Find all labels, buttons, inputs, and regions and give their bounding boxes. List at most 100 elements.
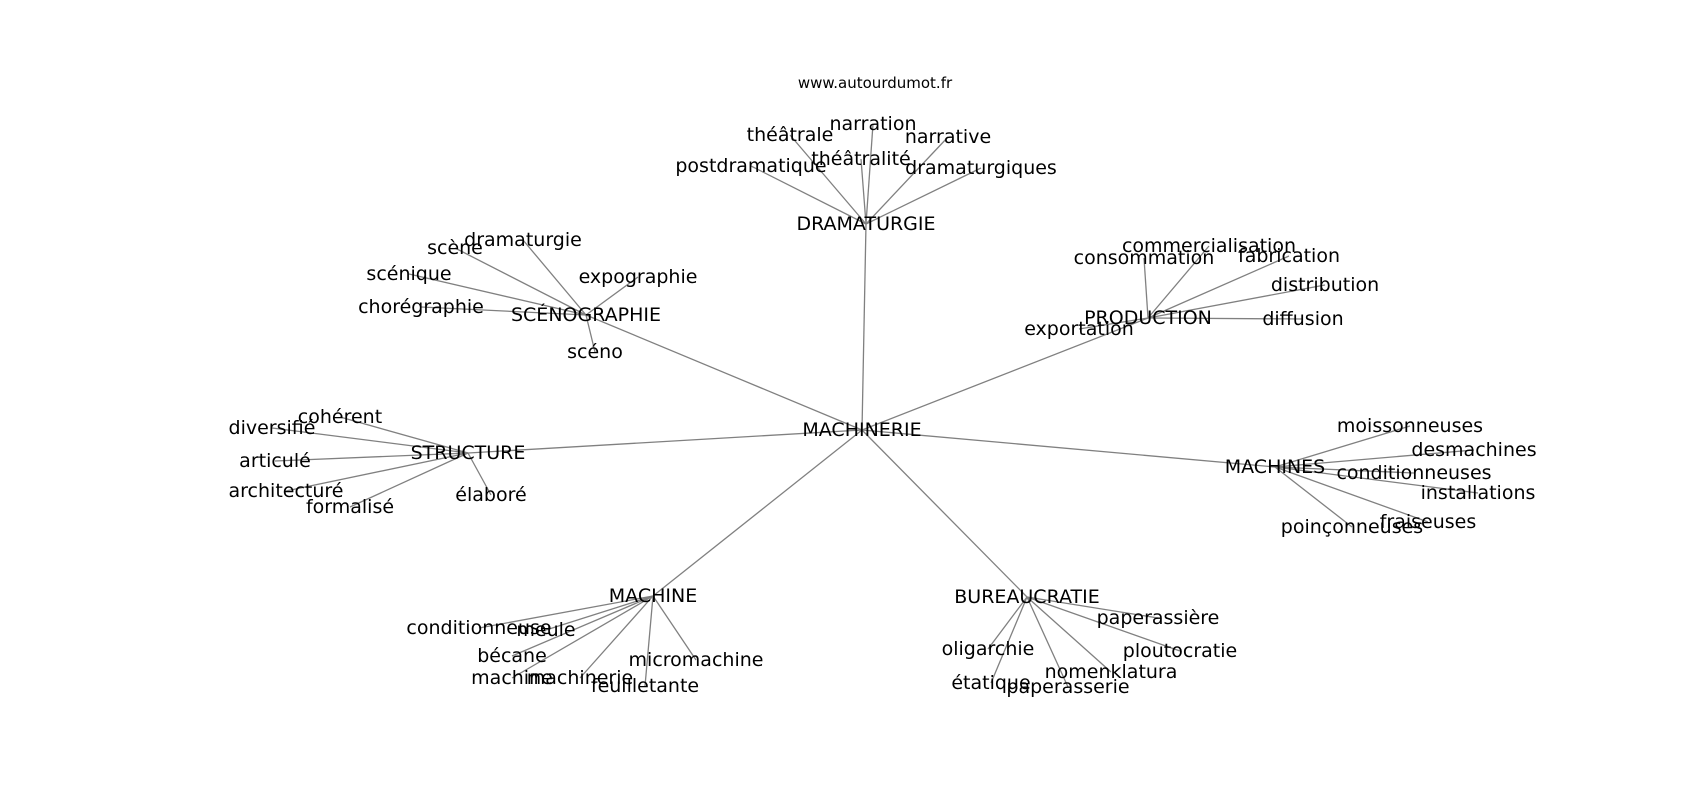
word-node-meule: meule [516, 619, 575, 641]
edge-machine-becane [511, 595, 654, 657]
word-node-sceno: scéno [567, 341, 623, 363]
edge-center-dramaturgie [861, 223, 867, 431]
word-node-moissonneuses: moissonneuses [1337, 415, 1483, 437]
edge-machines-installations [1274, 466, 1479, 494]
word-node-theatrale: théâtrale [747, 124, 834, 146]
word-node-installations: installations [1421, 482, 1536, 504]
edge-center-production [861, 317, 1149, 431]
word-node-diversifie: diversifié [229, 417, 316, 439]
edge-dramaturgie-postdramatique [750, 165, 867, 225]
edge-bureaucratie-ploutocratie [1026, 596, 1181, 652]
edge-structure-elabore [467, 452, 492, 496]
cluster-node-dramaturgie: DRAMATURGIE [796, 213, 935, 235]
edge-center-machine [652, 429, 863, 597]
word-node-commercialisation: commercialisation [1122, 235, 1296, 257]
word-node-narration: narration [829, 113, 916, 135]
cluster-node-machines: MACHINES [1225, 456, 1326, 478]
word-node-fraiseuses: fraiseuses [1380, 511, 1477, 533]
edge-bureaucratie-paperassiere [1026, 596, 1159, 619]
edge-structure-coherent [339, 416, 469, 454]
edge-bureaucratie-nomenklatura [1026, 596, 1112, 673]
edge-scenographie-scene [454, 247, 587, 316]
word-node-feuilletante: feuilletante [591, 675, 699, 697]
edge-machine-machine [511, 595, 654, 679]
word-node-elabore: élaboré [455, 484, 526, 506]
cluster-node-machine: MACHINE [609, 585, 697, 607]
word-node-ploutocratie: ploutocratie [1123, 640, 1237, 662]
word-node-machinerie: machinerie [527, 667, 633, 689]
word-node-dramaturgie: dramaturgie [464, 229, 582, 251]
word-node-consommation: consommation [1074, 247, 1215, 269]
edge-machine-conditionneuse [478, 595, 654, 629]
word-node-dramaturgiques: dramaturgiques [905, 157, 1057, 179]
word-node-oligarchie: oligarchie [942, 638, 1035, 660]
word-node-architecture: architecturé [229, 480, 344, 502]
edge-center-scenographie [585, 314, 863, 431]
edge-machine-micromachine [652, 595, 697, 661]
edge-production-diffusion [1147, 317, 1304, 320]
edge-scenographie-expographie [585, 276, 639, 316]
word-node-micromachine: micromachine [629, 649, 764, 671]
edge-production-distribution [1147, 284, 1326, 319]
cluster-node-bureaucratie: BUREAUCRATIE [954, 586, 1100, 608]
edge-production-fabrication [1147, 255, 1290, 319]
edge-structure-articule [274, 452, 469, 462]
word-node-paperassiere: paperassière [1097, 607, 1220, 629]
word-node-paperasserie: paperasserie [1006, 676, 1129, 698]
cluster-node-production: PRODUCTION [1084, 307, 1212, 329]
word-node-desmachines: desmachines [1411, 439, 1536, 461]
word-node-coherent: cohérent [298, 406, 382, 428]
edge-dramaturgie-narration [865, 123, 874, 225]
edge-structure-architecture [285, 452, 469, 492]
word-node-diffusion: diffusion [1262, 308, 1343, 330]
edge-scenographie-dramaturgie [522, 239, 587, 316]
word-node-articule: articulé [239, 450, 311, 472]
word-node-fabrication: fabrication [1238, 245, 1340, 267]
word-node-narrative: narrative [905, 126, 991, 148]
word-node-conditionneuses: conditionneuses [1336, 462, 1491, 484]
edge-machines-desmachines [1274, 449, 1475, 468]
cluster-node-structure: STRUCTURE [411, 442, 526, 464]
word-node-poinconneuses: poinçonneuses [1281, 516, 1423, 538]
edge-machine-machinerie [579, 595, 654, 679]
edge-dramaturgie-theatralite [860, 158, 867, 225]
center-node-label: MACHINERIE [802, 419, 921, 441]
edge-production-consommation [1143, 257, 1149, 319]
edge-center-structure [467, 429, 863, 454]
word-node-etatique: étatique [951, 672, 1030, 694]
source-label: www.autourdumot.fr [797, 74, 953, 92]
word-node-machine: machine [471, 667, 553, 689]
edge-machines-conditionneuses [1274, 466, 1415, 474]
word-node-formalise: formalisé [306, 496, 394, 518]
edge-scenographie-sceno [585, 314, 596, 353]
cluster-node-scenographie: SCÉNOGRAPHIE [511, 303, 661, 326]
word-node-scenique: scénique [366, 263, 451, 285]
word-node-theatralite: théâtralité [811, 148, 910, 170]
word-node-conditionneuse: conditionneuse [406, 617, 551, 639]
edge-production-exportation [1078, 317, 1149, 330]
edge-bureaucratie-etatique [990, 596, 1028, 684]
word-node-becane: bécane [477, 645, 547, 667]
edge-machines-moissonneuses [1274, 425, 1411, 468]
edge-dramaturgie-theatrale [789, 134, 867, 225]
edge-center-bureaucratie [861, 429, 1028, 598]
edge-structure-diversifie [271, 427, 469, 454]
edge-center-machines [861, 429, 1276, 468]
word-node-distribution: distribution [1271, 274, 1379, 296]
word-node-exportation: exportation [1024, 318, 1134, 340]
edge-machine-meule [545, 595, 654, 631]
word-node-expographie: expographie [579, 266, 698, 288]
edge-dramaturgie-narrative [865, 136, 949, 225]
edge-dramaturgie-dramaturgiques [865, 167, 982, 225]
edge-machines-poinconneuses [1274, 466, 1353, 528]
edge-bureaucratie-oligarchie [987, 596, 1028, 650]
edge-scenographie-choregraphie [420, 306, 587, 316]
edge-production-commercialisation [1147, 245, 1210, 319]
edge-machines-fraiseuses [1274, 466, 1429, 523]
edge-scenographie-scenique [408, 273, 587, 316]
word-node-nomenklatura: nomenklatura [1045, 661, 1178, 683]
edge-machine-feuilletante [644, 595, 654, 687]
edge-structure-formalise [349, 452, 469, 508]
